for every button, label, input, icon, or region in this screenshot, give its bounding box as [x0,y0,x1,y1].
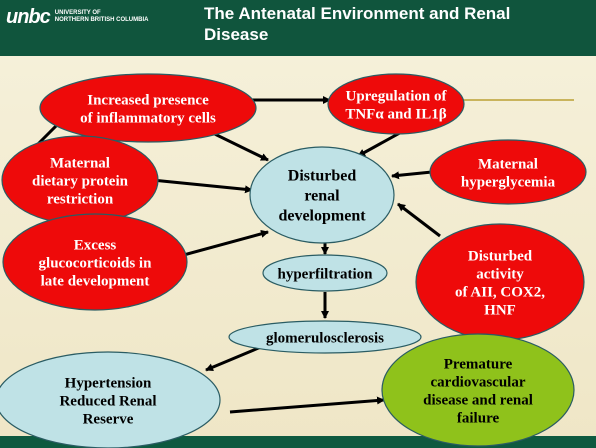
node-upregulation: Upregulation of TNFα and IL1β [327,73,465,135]
node-premature: Premature cardiovascular disease and renal… [381,333,575,447]
arrow-hypertension-to-premature [229,396,385,414]
arrow-activity-to-renal [397,202,441,238]
node-disturbed-renal: Disturbed renal development [249,146,395,244]
node-label-line: Premature [444,356,513,372]
node-label-line: Disturbed [468,248,533,264]
logo-line-1: UNIVERSITY OF [54,10,101,16]
node-label-line: development [278,208,366,225]
node-disturbed-activity: Disturbed activity of AII, COX2, HNF [415,223,585,341]
node-label-line: Reduced Renal [59,393,156,409]
node-label-line: Hypertension [65,375,152,391]
node-label-line: restriction [47,191,114,207]
node-shape [39,73,257,143]
node-label-line: hyperfiltration [278,266,374,282]
node-protein: Maternal dietary protein restriction [1,135,159,225]
node-label-line: renal [304,188,340,205]
node-label-line: glucocorticoids in [39,255,153,271]
node-label-line: hyperglycemia [461,174,556,190]
logo-mark: unbc [6,6,51,28]
node-hyperglycemia: Maternal hyperglycemia [429,139,587,205]
node-label-line: glomerulosclerosis [266,330,384,346]
node-label-line: Disturbed [288,168,357,185]
node-label-line: cardiovascular [431,374,526,390]
node-label-line: of AII, COX2, [455,284,545,300]
node-label-line: Excess [74,237,117,253]
node-label-line: Reserve [83,411,134,427]
header-bar: unbc UNIVERSITY OF NORTHERN BRITISH COLU… [0,0,596,56]
arrow-hyperglycemia-to-renal [391,170,433,180]
node-inflammatory: Increased presence of inflammatory cells [39,73,257,143]
node-label-line: Increased presence [87,92,209,108]
node-label-line: TNFα and IL1β [345,106,446,122]
node-label-line: activity [476,266,524,282]
node-shape [2,213,188,311]
node-shape [0,351,221,448]
node-shape [327,73,465,135]
diagram-nodes: Increased presence of inflammatory cells U… [0,73,587,448]
node-hyperfiltration: hyperfiltration [262,254,388,292]
unbc-logo: unbc UNIVERSITY OF NORTHERN BRITISH COLU… [6,6,148,28]
arrow-glucocorticoids-to-renal [179,229,269,258]
node-label-line: HNF [484,302,516,318]
node-label-line: Upregulation of [346,88,448,104]
node-label-line: Maternal [478,156,538,172]
slide-title: The Antenatal Environment and Renal Dise… [204,3,594,45]
node-label-line: disease and renal [423,392,533,408]
node-glucocorticoids: Excess glucocorticoids in late development [2,213,188,311]
node-label-line: of inflammatory cells [80,110,216,126]
logo-text: UNIVERSITY OF NORTHERN BRITISH COLUMBIA [55,10,149,24]
title-line-2: Disease [204,25,269,44]
title-line-1: The Antenatal Environment and Renal [204,4,511,23]
node-shape [429,139,587,205]
node-shape [249,146,395,244]
logo-line-2: NORTHERN BRITISH COLUMBIA [54,17,149,23]
node-label-line: Maternal [50,155,110,171]
arrow-protein-to-renal [151,178,253,194]
node-label-line: late development [41,273,150,289]
node-shape [228,320,422,354]
node-glomerulosclerosis: glomerulosclerosis [228,320,422,354]
node-label-line: failure [457,410,500,426]
node-shape [381,333,575,447]
node-label-line: dietary protein [32,173,129,189]
node-shape [262,254,388,292]
